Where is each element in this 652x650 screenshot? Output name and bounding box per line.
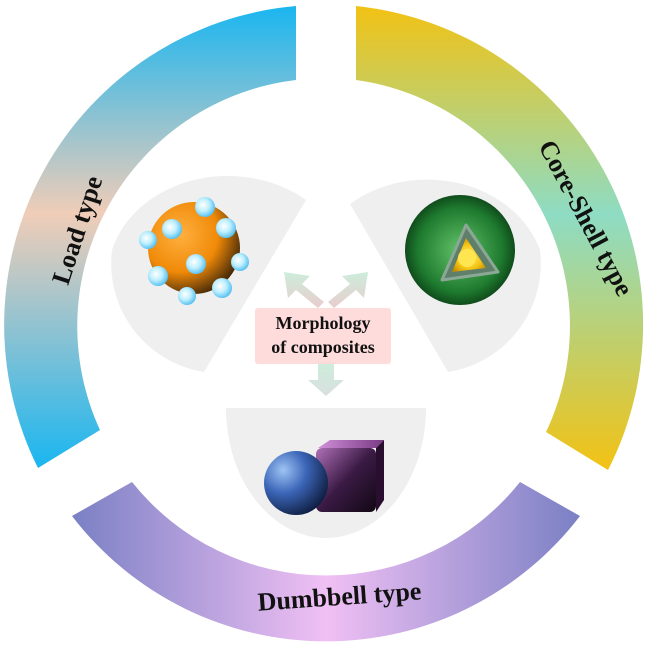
center-label-box — [255, 308, 391, 364]
arrow-up-right-icon — [328, 272, 368, 308]
dumbbell-particle-icon — [264, 440, 384, 515]
center-label: Morphology of composites — [255, 311, 391, 359]
center-label-line2: of composites — [271, 337, 375, 357]
core-shell-particle-icon — [405, 195, 515, 305]
arc-load-type — [4, 6, 296, 468]
arc-dumbbell-type — [72, 482, 580, 642]
arc-core-shell-type — [356, 6, 644, 470]
center-arrows — [284, 272, 368, 396]
arrow-down-icon — [308, 362, 344, 396]
center-label-line1: Morphology — [275, 313, 371, 333]
load-type-particle-icon — [139, 197, 249, 305]
arrow-up-left-icon — [284, 272, 324, 308]
